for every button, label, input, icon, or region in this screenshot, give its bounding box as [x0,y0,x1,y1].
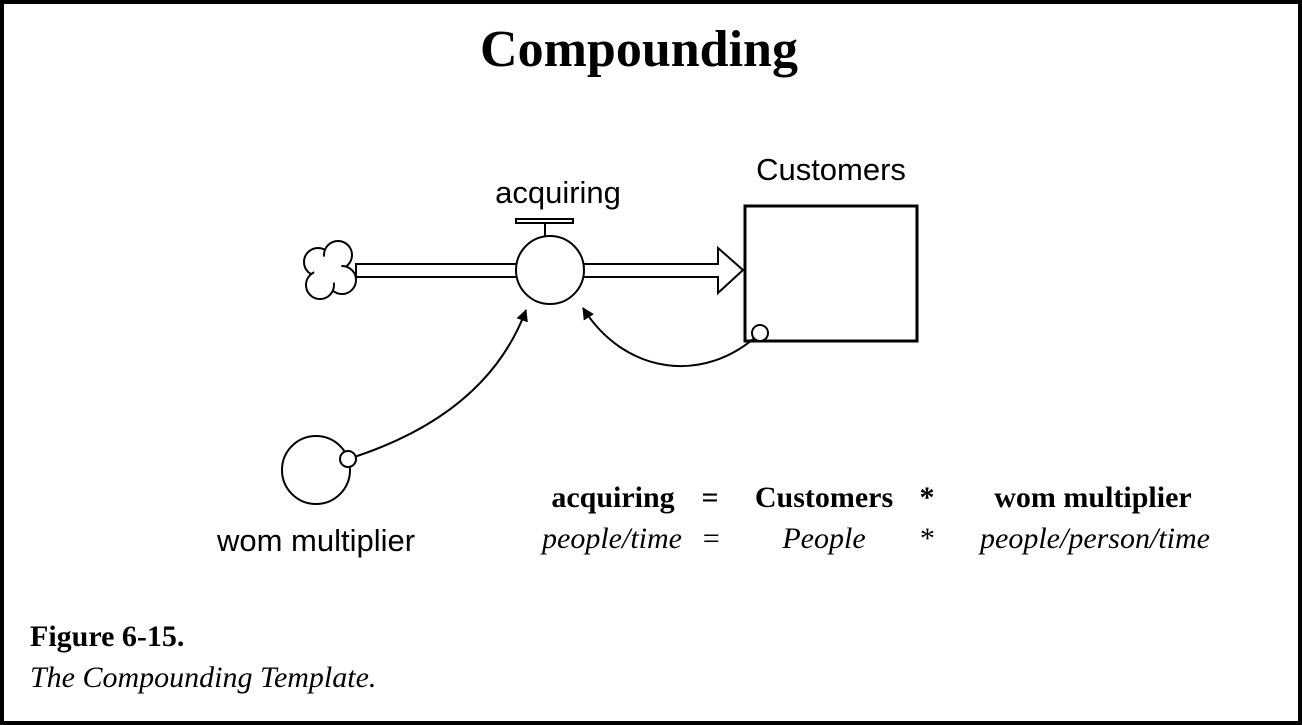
equation-term-customers: Customers [755,481,893,514]
equation-unit-people: People [781,522,865,555]
connector-customers-to-acquiring [582,307,761,368]
figure-number: Figure 6-15. [30,620,184,653]
flow-label-acquiring: acquiring [495,175,621,210]
flow-pipe-inlet [355,263,518,278]
connector-origin-customers-icon [751,324,769,342]
equation-term-wom: wom multiplier [994,481,1191,514]
auxiliary-wom-multiplier [281,435,351,505]
equation-term-lhs: acquiring [551,481,674,514]
diagram-title: Compounding [480,21,798,78]
equation-unit-equals: = [701,522,721,555]
equation-unit-times: * [919,522,934,555]
figure-caption: The Compounding Template. [30,661,376,694]
auxiliary-label-wom-multiplier: wom multiplier [216,523,415,558]
stock-label-customers: Customers [756,152,906,187]
cloud-source-icon [303,240,357,300]
equation-term-equals: = [701,481,718,514]
equation-units: people/time = People * people/person/tim… [540,522,1210,555]
connector-origin-wom-icon [339,450,357,468]
flow-valve-icon [515,218,585,305]
equation-term-times: * [920,481,935,514]
equation-unit-lhs: people/time [540,522,682,555]
flow-pipe-outlet [583,245,745,296]
stock-customers-box [743,204,919,343]
connector-wom-to-acquiring [347,309,528,460]
equation-unit-wom: people/person/time [978,522,1210,555]
equation-terms: acquiring = Customers * wom multiplier [551,481,1191,514]
